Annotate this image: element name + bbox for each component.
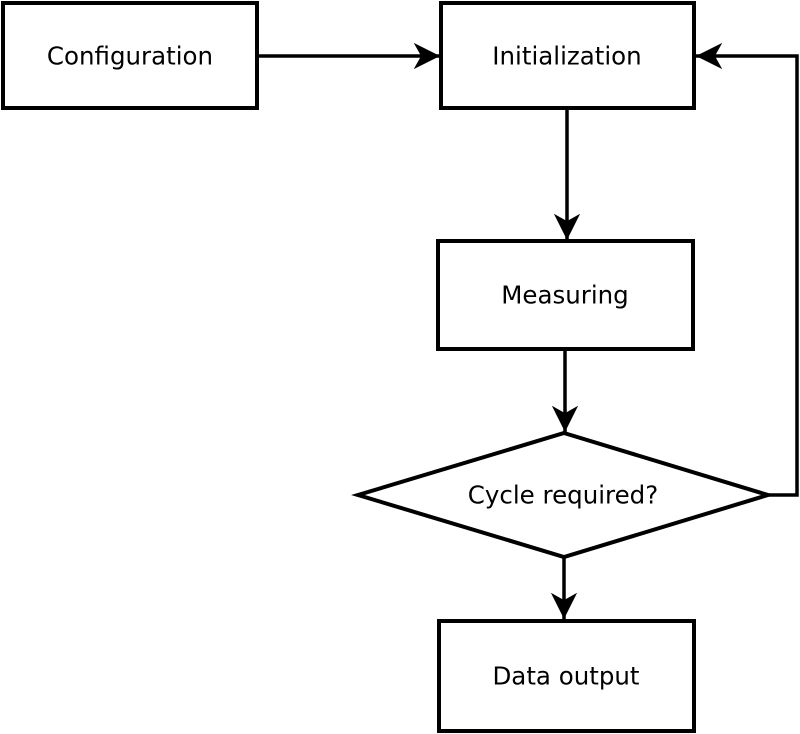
node-initialization-box xyxy=(439,1,696,110)
node-cycle-required-diamond xyxy=(351,430,775,560)
node-initialization-label: Initialization xyxy=(492,42,641,71)
node-measuring-box xyxy=(436,239,695,351)
node-configuration-label: Configuration xyxy=(47,42,213,71)
edge-cycle-required-to-initialization-feedback xyxy=(696,42,799,497)
node-data-output-label: Data output xyxy=(492,662,639,691)
node-cycle-required-label: Cycle required? xyxy=(468,481,658,510)
node-configuration-box xyxy=(1,1,259,110)
node-data-output-box xyxy=(437,619,696,733)
node-measuring-label: Measuring xyxy=(501,281,628,310)
